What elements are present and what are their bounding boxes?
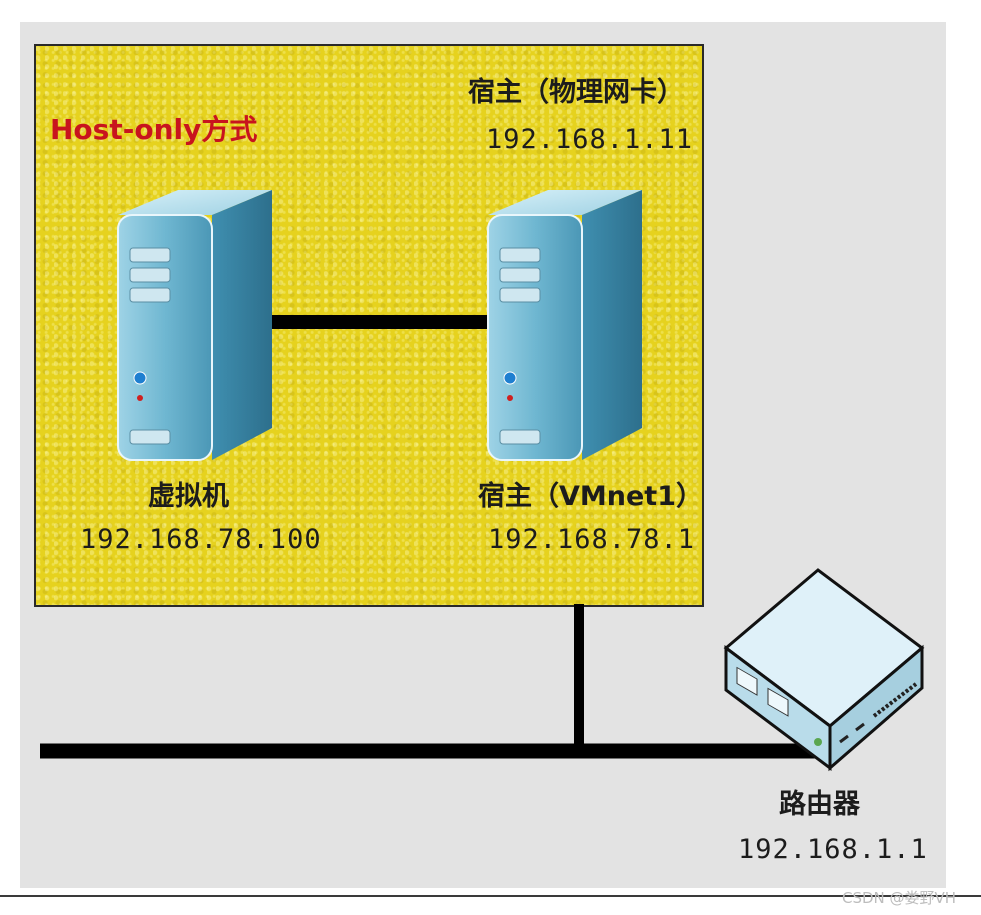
host-vmnet1-ip: 192.168.78.1 [488, 524, 696, 555]
vm-name: 虚拟机 [148, 481, 229, 512]
vm-ip: 192.168.78.100 [80, 524, 322, 555]
router-ip: 192.168.1.1 [738, 834, 928, 865]
bottom-divider [0, 895, 981, 897]
watermark: CSDN @娄野VH [842, 889, 957, 907]
router-name: 路由器 [779, 789, 860, 820]
host-vmnet1-name: 宿主（VMnet1） [478, 481, 703, 512]
host-nic-name: 宿主（物理网卡） [468, 77, 684, 108]
mode-label: Host-only方式 [50, 113, 258, 146]
host-nic-ip: 192.168.1.11 [486, 124, 694, 155]
